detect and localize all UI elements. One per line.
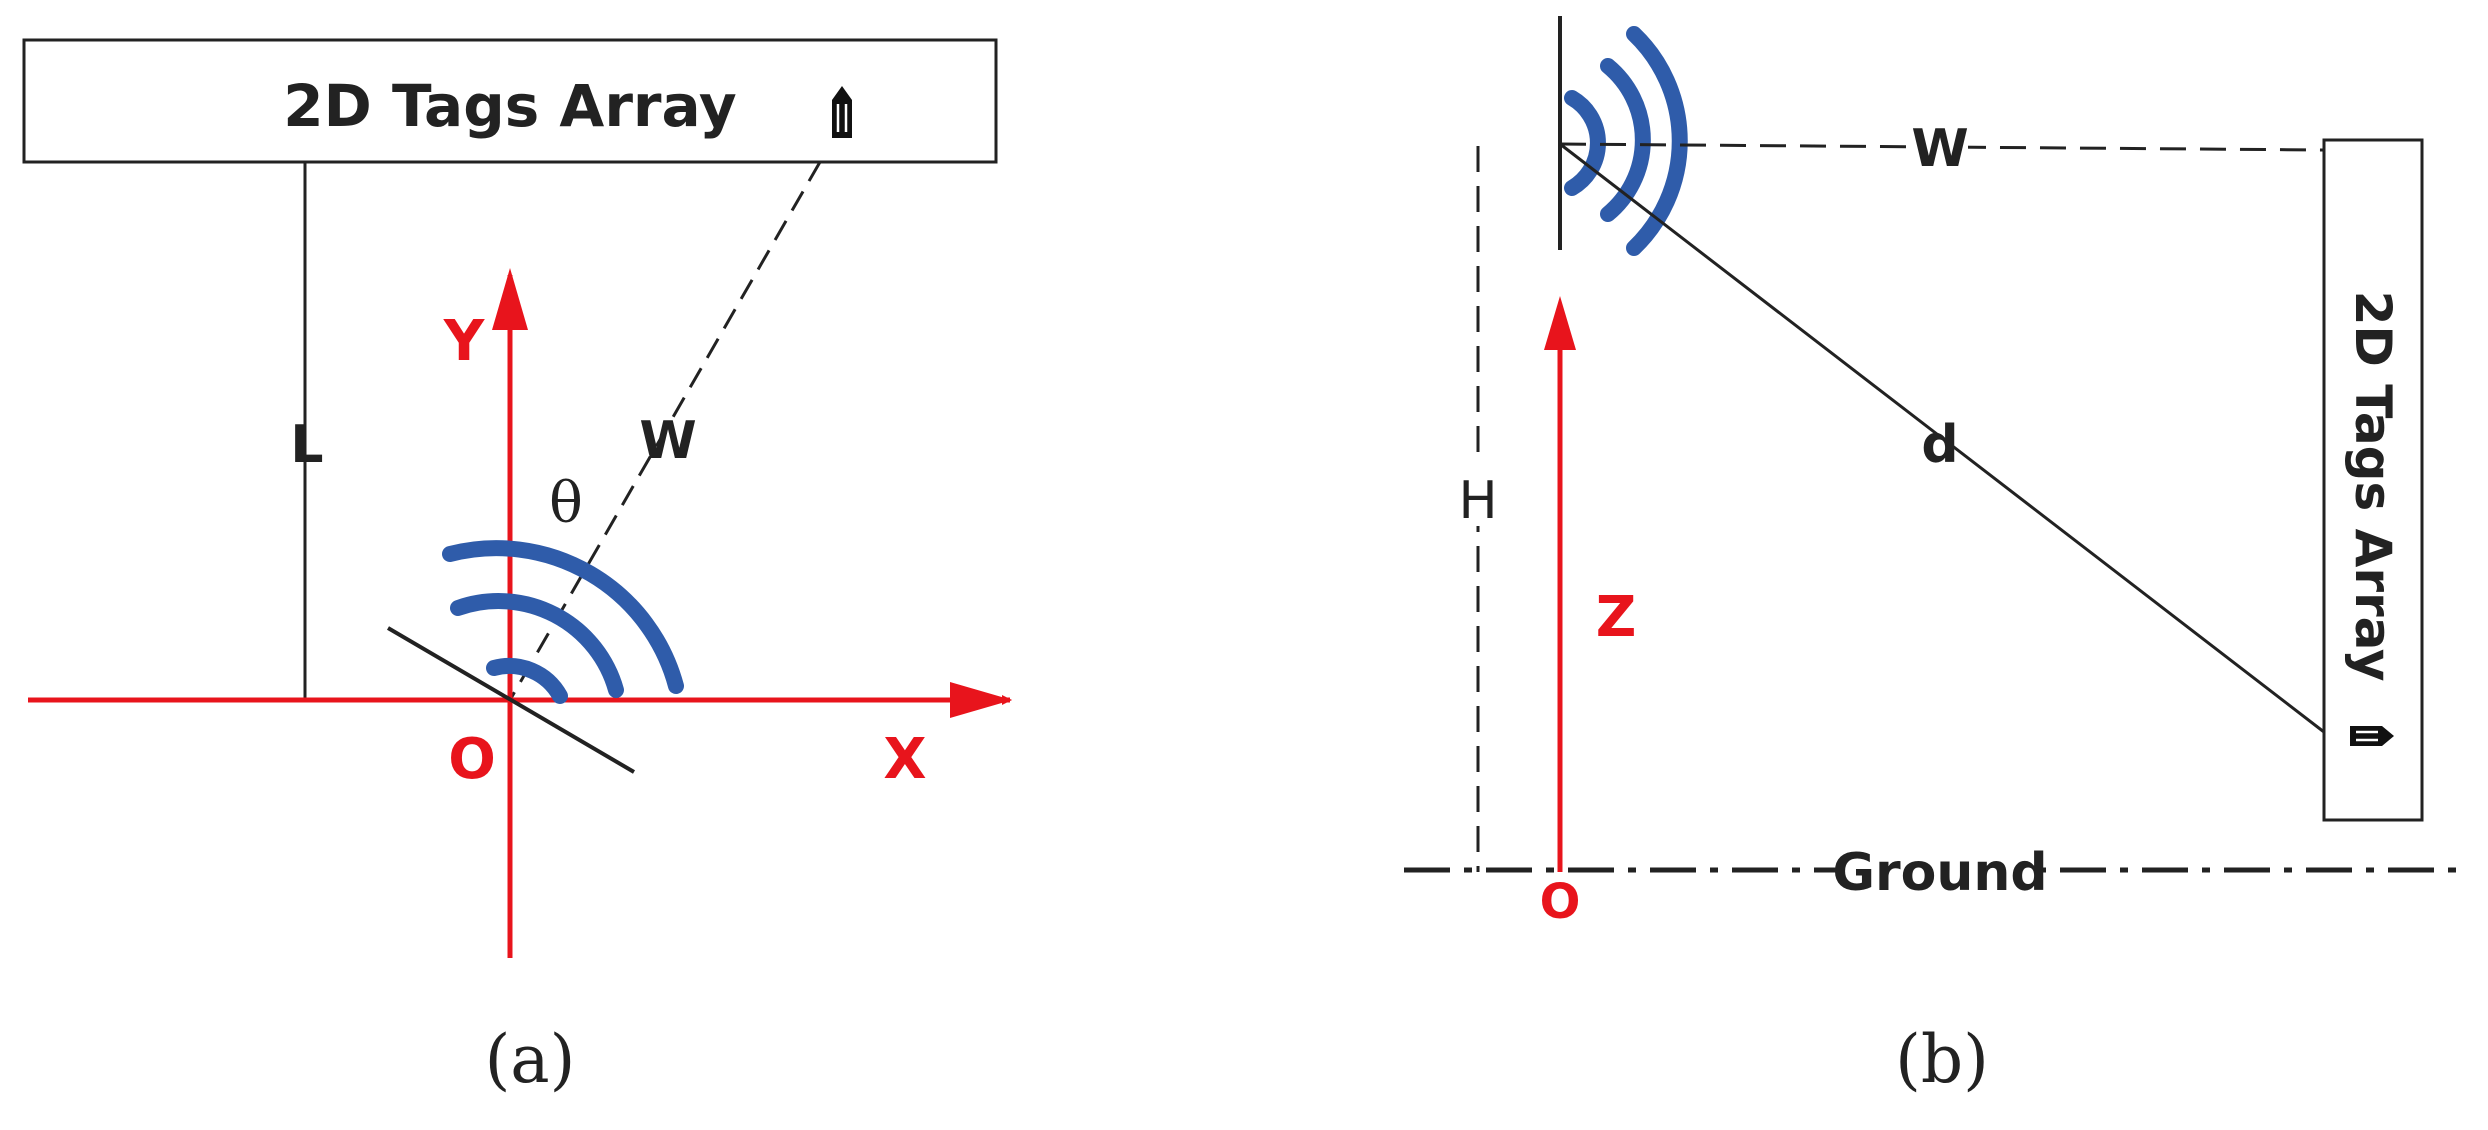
h-label-bg [1452, 466, 1504, 526]
height-h-label: H [1458, 471, 1497, 531]
distance-w-label: W [639, 411, 696, 471]
x-axis-arrowhead-shape [950, 682, 1012, 718]
z-axis-arrowhead [1544, 296, 1576, 350]
panel-a: 2D Tags Array L W θ X Y O [22, 38, 1012, 1098]
tag-icon-b [2350, 726, 2394, 746]
axis-z-label: Z [1596, 585, 1637, 650]
ground-label: Ground [1832, 843, 2047, 903]
ground-label-bg [1836, 842, 2042, 900]
tag-icon [832, 86, 852, 138]
tags-array-label-b: 2D Tags Array [2344, 291, 2402, 682]
origin-label-b: O [1540, 874, 1581, 930]
distance-l-label: L [290, 415, 323, 475]
axis-y-label: Y [443, 309, 486, 374]
tags-array-label: 2D Tags Array [283, 72, 736, 140]
y-axis-arrowhead [492, 268, 528, 330]
axis-x-label: X [883, 727, 926, 792]
distance-w-label-b: W [1911, 119, 1968, 179]
origin-label: O [448, 727, 496, 792]
wireless-waves-icon-b [1564, 26, 1688, 256]
tags-array-box-b [2322, 138, 2424, 822]
caption-b: (b) [1895, 1021, 1989, 1098]
antenna-plane [386, 626, 636, 774]
angle-theta-label: θ [549, 471, 583, 536]
caption-a: (a) [485, 1021, 576, 1098]
distance-d-line [1559, 142, 2325, 734]
panel-b: W d 2D Tags Array H Z Ground O (b) [1404, 16, 2470, 1098]
distance-d-label: d [1921, 415, 1958, 475]
w-label-bg [1910, 118, 1968, 174]
wireless-waves-icon [442, 540, 684, 704]
